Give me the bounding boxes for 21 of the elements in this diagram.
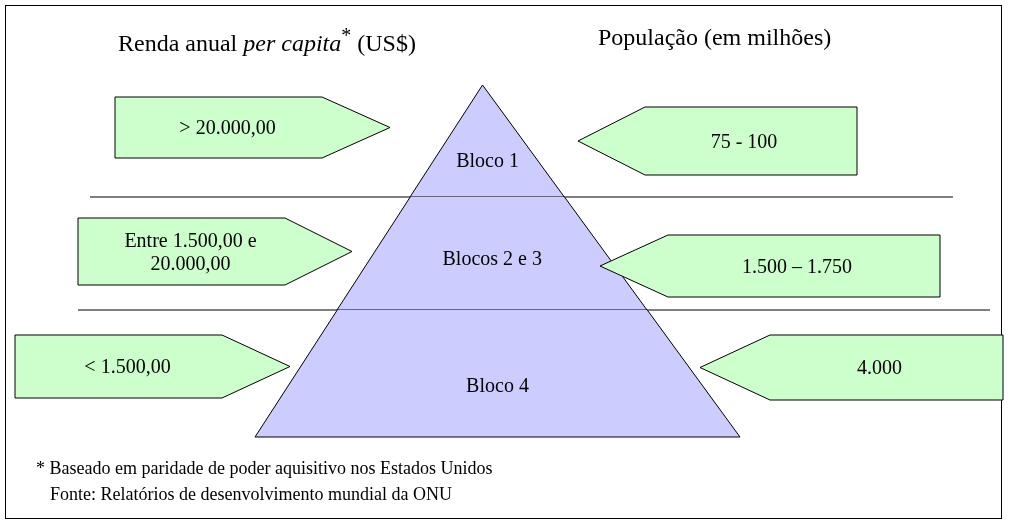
value-label: 4.000 — [856, 355, 903, 380]
pyramid-label: Bloco 4 — [465, 372, 530, 398]
arrow-shaped-box — [578, 107, 857, 175]
arrow-shaped-box — [78, 218, 352, 285]
column-heading: População (em milhões) — [598, 24, 832, 51]
pyramid-label: Bloco 1 — [455, 147, 520, 173]
arrow-shaped-box — [115, 97, 390, 158]
arrow-shaped-box — [15, 335, 290, 398]
value-label: < 1.500,00 — [83, 354, 172, 379]
arrow-shaped-box — [600, 235, 940, 297]
column-heading: Renda anual per capita$^{*}$ (US$) — [118, 24, 416, 57]
pyramid-label: Blocos 2 e 3 — [441, 245, 543, 271]
value-label: Entre 1.500,00 e 20.000,00 — [123, 227, 258, 276]
value-label: > 20.000,00 — [178, 115, 277, 140]
arrow-shaped-box — [700, 335, 1003, 400]
value-label: 75 - 100 — [709, 128, 779, 154]
source-note: Fonte: Relatórios de desenvolvimento mundial da ONU — [50, 484, 452, 505]
pyramid-section — [255, 310, 740, 437]
pyramid-section — [410, 85, 565, 197]
footnote: * Baseado em paridade de poder aquisitivo nos Estados Unidos — [36, 458, 493, 479]
value-label: 1.500 – 1.750 — [741, 253, 853, 279]
